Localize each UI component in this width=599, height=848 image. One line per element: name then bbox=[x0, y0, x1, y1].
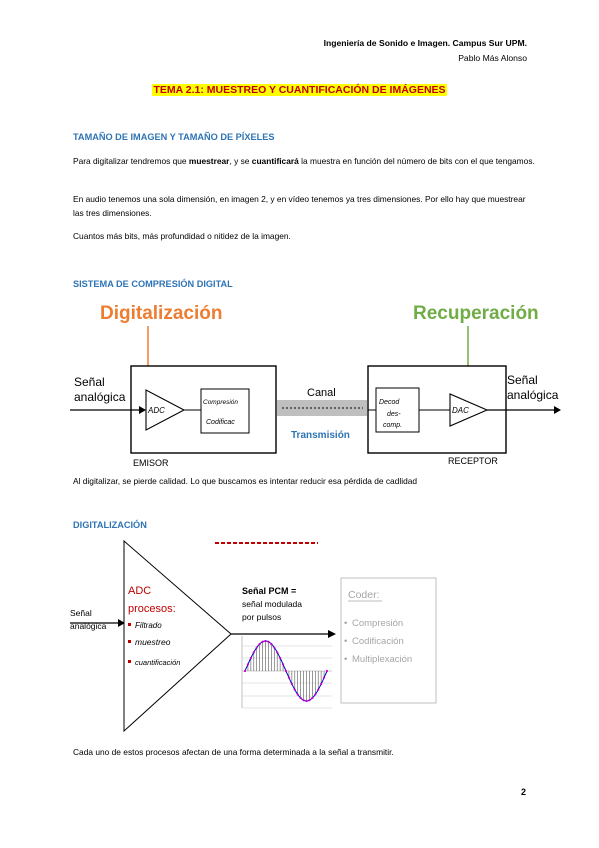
receptor-label: RECEPTOR bbox=[448, 456, 498, 466]
plot-sample-points bbox=[243, 639, 329, 703]
output-signal-line2: analógica bbox=[507, 388, 559, 402]
emisor-label: EMISOR bbox=[133, 458, 169, 468]
decoder-label-3: comp. bbox=[383, 422, 402, 429]
caption-quality-loss: Al digitalizar, se pierde calidad. Lo qu… bbox=[73, 476, 418, 486]
dac-label: DAC bbox=[452, 406, 469, 415]
procesos-label: procesos: bbox=[128, 603, 176, 615]
pcm-title: Señal PCM = bbox=[242, 586, 296, 596]
sample-point bbox=[308, 699, 311, 702]
paragraph-bits: Cuantos más bits, más profundidad o niti… bbox=[73, 231, 291, 241]
sample-point bbox=[276, 651, 279, 654]
sample-point bbox=[317, 688, 320, 691]
paragraph-digitalize: Para digitalizar tendremos que muestrear… bbox=[73, 154, 535, 168]
output-arrowhead bbox=[554, 406, 561, 414]
section-heading-image-size: TAMAÑO DE IMAGEN Y TAMAÑO DE PÍXELES bbox=[73, 132, 275, 142]
sample-point bbox=[296, 693, 299, 696]
coder-bullet: • bbox=[344, 618, 347, 629]
output-signal-line1: Señal bbox=[507, 373, 538, 387]
sample-point bbox=[320, 682, 323, 686]
input-signal-line2: analógica bbox=[74, 390, 126, 404]
sample-point bbox=[314, 693, 317, 696]
bullet bbox=[128, 660, 131, 663]
sample-point bbox=[258, 642, 261, 646]
sample-point bbox=[243, 669, 247, 673]
input-signal-line1: Señal bbox=[70, 608, 92, 618]
text-run-bold: muestrear bbox=[188, 156, 230, 166]
compression-label: Compresión bbox=[203, 399, 238, 406]
sample-point bbox=[284, 669, 288, 673]
text-run: , y se bbox=[229, 156, 252, 166]
label-digitalizacion: Digitalización bbox=[100, 303, 222, 324]
text-run-bold: cuantificará bbox=[251, 156, 299, 166]
adc-triangle bbox=[123, 539, 232, 733]
sample-point bbox=[270, 642, 273, 646]
sample-point bbox=[325, 669, 329, 673]
page-title: TEMA 2.1: MUESTREO Y CUANTIFICACIÓN DE I… bbox=[152, 84, 447, 96]
input-arrowhead bbox=[139, 406, 146, 414]
adc-label: ADC bbox=[128, 585, 151, 597]
section-heading-compression-system: SISTEMA DE COMPRESIÓN DIGITAL bbox=[73, 279, 233, 289]
sample-point bbox=[249, 656, 252, 660]
decoder-label-2: des- bbox=[387, 411, 401, 418]
input-signal-line1: Señal bbox=[74, 375, 105, 389]
sample-point bbox=[311, 696, 314, 700]
bullet bbox=[128, 623, 131, 626]
coder-item-compresion: Compresión bbox=[352, 618, 403, 629]
pcm-desc-line2: señal modulada bbox=[242, 599, 302, 609]
bullet bbox=[128, 640, 131, 643]
sample-point bbox=[281, 663, 285, 666]
sample-point bbox=[299, 696, 302, 700]
compression-box bbox=[200, 388, 250, 434]
process-filtrado: Filtrado bbox=[135, 621, 162, 630]
paragraph-dimensions: En audio tenemos una sola dimensión, en … bbox=[73, 194, 526, 218]
sample-point bbox=[287, 676, 291, 679]
header-institution: Ingeniería de Sonido e Imagen. Campus Su… bbox=[323, 38, 527, 48]
compression-system-diagram: Digitalización Recuperación Señal analóg… bbox=[70, 303, 561, 468]
sample-point bbox=[264, 639, 267, 643]
codification-label: Codificac bbox=[206, 419, 235, 426]
coder-bullet: • bbox=[344, 654, 347, 665]
page-title-wrapper: TEMA 2.1: MUESTREO Y CUANTIFICACIÓN DE I… bbox=[0, 80, 599, 98]
header-author: Pablo Más Alonso bbox=[458, 53, 527, 63]
process-cuantificacion: cuantificación bbox=[135, 658, 180, 667]
adc-amplifier bbox=[145, 389, 186, 431]
sample-point bbox=[267, 640, 270, 643]
adc-label: ADC bbox=[147, 406, 165, 415]
text-run: la muestra en función del número de bits… bbox=[298, 156, 535, 166]
coder-bullet: • bbox=[344, 636, 347, 647]
sample-point bbox=[279, 656, 282, 660]
sample-point bbox=[302, 699, 305, 702]
pcm-plot bbox=[241, 636, 332, 709]
sample-point bbox=[255, 646, 258, 649]
coder-box bbox=[340, 577, 437, 704]
caption-processes: Cada uno de estos procesos afectan de un… bbox=[73, 747, 394, 757]
coder-item-multiplexacion: Multiplexación bbox=[352, 654, 412, 665]
dac-amplifier bbox=[449, 393, 489, 427]
sample-point bbox=[305, 699, 308, 703]
sample-point bbox=[246, 663, 250, 666]
digitalization-diagram: Señal analógica ADC procesos: Filtrado m… bbox=[70, 539, 437, 733]
pcm-desc-line3: por pulsos bbox=[242, 612, 281, 622]
sample-point bbox=[273, 646, 276, 649]
input-arrowhead bbox=[118, 619, 125, 627]
coder-title: Coder: bbox=[348, 589, 380, 601]
channel-label: Canal bbox=[307, 387, 336, 399]
decoder-label-1: Decod bbox=[379, 399, 400, 406]
coder-item-codificacion: Codificación bbox=[352, 636, 404, 647]
page-number: 2 bbox=[521, 787, 527, 797]
section-heading-digitalizacion: DIGITALIZACIÓN bbox=[73, 520, 147, 530]
sample-point bbox=[290, 682, 293, 686]
sample-point bbox=[261, 640, 264, 643]
plot-sample-stems bbox=[247, 641, 325, 701]
text-run: Para digitalizar tendremos que bbox=[73, 156, 189, 166]
transmission-label: Transmisión bbox=[291, 430, 350, 441]
sample-point bbox=[252, 651, 255, 654]
label-recuperacion: Recuperación bbox=[413, 303, 539, 324]
process-muestreo: muestreo bbox=[135, 637, 171, 647]
sample-point bbox=[322, 676, 326, 679]
input-signal-line2: analógica bbox=[70, 621, 107, 631]
sample-point bbox=[293, 688, 296, 691]
pcm-arrowhead bbox=[328, 630, 336, 638]
